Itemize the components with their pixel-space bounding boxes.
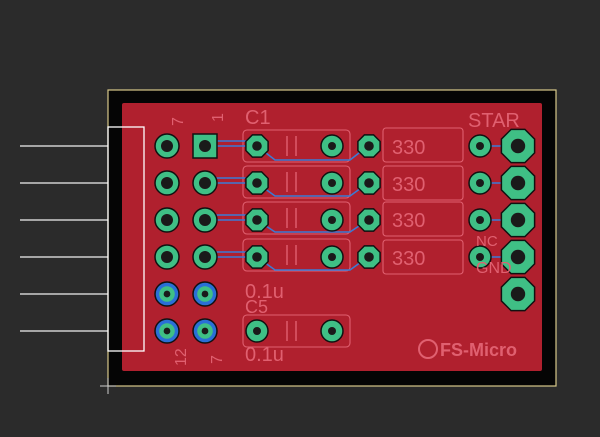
connector-pad[interactable] bbox=[500, 276, 536, 312]
origin-crosshair-icon bbox=[100, 378, 116, 394]
trace-layer bbox=[205, 140, 518, 271]
label-pin1: 1 bbox=[210, 113, 227, 122]
header-pad[interactable] bbox=[154, 318, 180, 344]
header-pad[interactable] bbox=[154, 244, 180, 270]
label-r2-value: 330 bbox=[392, 174, 425, 196]
connector-pad[interactable] bbox=[500, 128, 536, 164]
header-pad[interactable] bbox=[192, 244, 218, 270]
header-pad[interactable] bbox=[192, 207, 218, 233]
label-c5: C5 bbox=[245, 297, 268, 317]
r3-outline bbox=[382, 201, 464, 237]
resistor-pad[interactable] bbox=[357, 245, 381, 269]
fs-micro-logo: FS-Micro bbox=[418, 339, 517, 360]
capacitor-pad[interactable] bbox=[245, 319, 269, 343]
label-r1-value: 330 bbox=[392, 137, 425, 159]
capacitor-pad[interactable] bbox=[320, 171, 344, 195]
header-body bbox=[107, 126, 145, 352]
resistor-pad[interactable] bbox=[468, 134, 492, 158]
connector-pad[interactable] bbox=[500, 202, 536, 238]
header-pin-lines bbox=[20, 145, 110, 332]
connector-pad[interactable] bbox=[500, 165, 536, 201]
header-pad[interactable] bbox=[192, 170, 218, 196]
r1-outline bbox=[382, 127, 464, 163]
resistor-pad[interactable] bbox=[357, 134, 381, 158]
header-pad[interactable] bbox=[192, 281, 218, 307]
capacitor-pad[interactable] bbox=[245, 245, 269, 269]
brand-text: FS-Micro bbox=[440, 340, 517, 360]
capacitor-pad[interactable] bbox=[320, 319, 344, 343]
trace bbox=[205, 182, 369, 197]
r4-outline bbox=[382, 239, 464, 275]
r2-outline bbox=[382, 165, 464, 201]
resistor-pad[interactable] bbox=[468, 208, 492, 232]
header-pad[interactable] bbox=[154, 170, 180, 196]
resistor-pad[interactable] bbox=[357, 208, 381, 232]
cap-symbols bbox=[286, 136, 297, 341]
copper-pour[interactable] bbox=[122, 103, 542, 371]
c4-outline bbox=[242, 238, 351, 272]
pad-layer[interactable] bbox=[154, 128, 536, 344]
c5-outline bbox=[242, 314, 351, 348]
capacitor-pad[interactable] bbox=[320, 245, 344, 269]
connector-pad[interactable] bbox=[500, 239, 536, 275]
label-pin7-bottom: 7 bbox=[209, 355, 226, 364]
resistor-pad[interactable] bbox=[468, 171, 492, 195]
resistor-pad[interactable] bbox=[468, 245, 492, 269]
capacitor-pad[interactable] bbox=[245, 134, 269, 158]
silkscreen-text: C1 7 1 330 330 330 330 STAR NC GND 0.1u … bbox=[170, 107, 520, 366]
trace bbox=[205, 145, 369, 161]
resistor-pad[interactable] bbox=[357, 171, 381, 195]
header-pad[interactable] bbox=[154, 281, 180, 307]
label-star: STAR bbox=[468, 110, 520, 132]
label-pin12: 12 bbox=[173, 348, 190, 366]
label-cap-value-bottom: 0.1u bbox=[245, 344, 284, 366]
header-pad[interactable] bbox=[192, 318, 218, 344]
label-r4-value: 330 bbox=[392, 248, 425, 270]
header-pad[interactable] bbox=[154, 133, 180, 159]
capacitor-pad[interactable] bbox=[320, 208, 344, 232]
label-nc: NC bbox=[476, 233, 498, 250]
label-cap-value-top: 0.1u bbox=[245, 281, 284, 303]
capacitor-pad[interactable] bbox=[245, 171, 269, 195]
header-pad-square[interactable] bbox=[192, 133, 218, 159]
header-pad[interactable] bbox=[154, 207, 180, 233]
c3-outline bbox=[242, 201, 351, 235]
trace bbox=[205, 256, 369, 271]
label-gnd: GND bbox=[476, 260, 512, 277]
trace bbox=[205, 219, 369, 233]
label-c1: C1 bbox=[245, 107, 271, 129]
capacitor-pad[interactable] bbox=[245, 208, 269, 232]
fs-micro-logo-icon bbox=[418, 339, 438, 359]
c2-outline bbox=[242, 165, 351, 199]
label-r3-value: 330 bbox=[392, 210, 425, 232]
capacitor-pad[interactable] bbox=[320, 134, 344, 158]
label-pin7-top: 7 bbox=[170, 117, 187, 126]
